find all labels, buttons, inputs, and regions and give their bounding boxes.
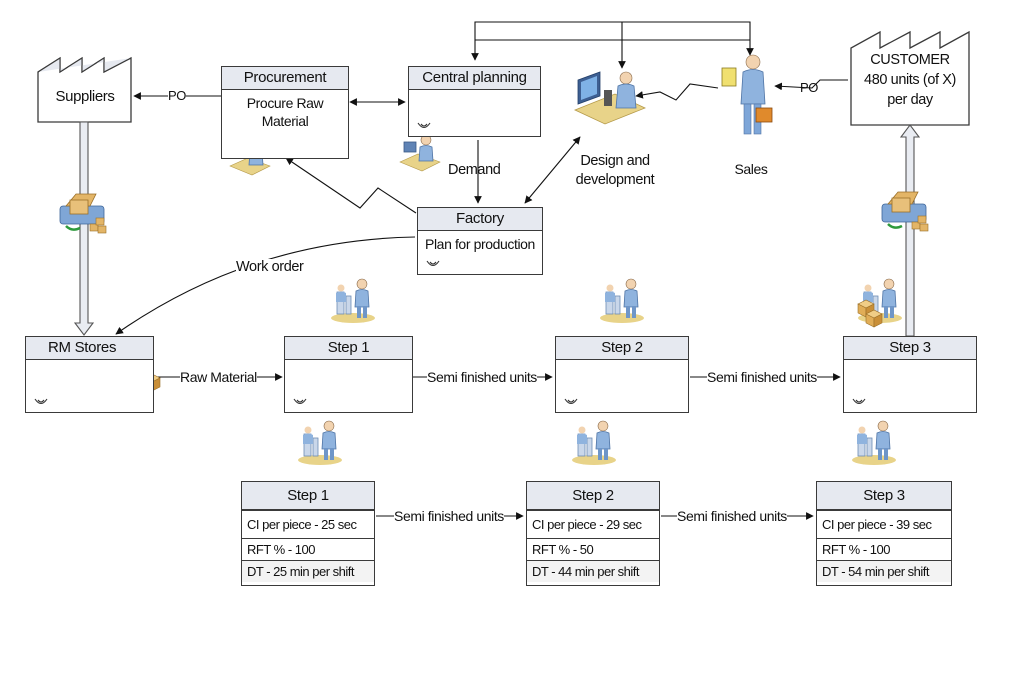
worker-icon-data1 — [297, 420, 343, 466]
customer-demand: 480 units (of X) — [864, 72, 956, 88]
cycle-time: CI per piece - 29 sec — [527, 510, 659, 538]
worker-icon-step1 — [330, 278, 376, 324]
semi-finished-label-3: Semi finished units — [394, 508, 504, 524]
sales-design-flow — [635, 83, 719, 101]
operation-icon — [293, 398, 307, 405]
top-loop-flow — [471, 21, 754, 61]
factory-title: Factory — [418, 208, 542, 231]
worker-icon-data2 — [571, 420, 617, 466]
operation-icon — [852, 398, 866, 405]
operator-icon-central-planning — [399, 134, 441, 172]
worker-icon-data3 — [851, 420, 897, 466]
rft-percent: RFT % - 50 — [527, 538, 659, 560]
truck-icon-right — [880, 190, 930, 233]
po-label-right: PO — [800, 80, 818, 95]
customer-factory-icon — [850, 30, 970, 126]
semi-finished-label-1: Semi finished units — [427, 369, 537, 385]
sales-label: Sales — [734, 161, 768, 177]
worker-icon-step2 — [599, 278, 645, 324]
work-order-label: Work order — [236, 259, 304, 275]
design-line2: development — [575, 172, 655, 188]
step-title: Step 3 — [844, 337, 976, 360]
data-box-step-1[interactable]: Step 1 CI per piece - 25 sec RFT % - 100… — [241, 481, 375, 586]
procurement-box[interactable]: Procurement Procure Raw Material — [221, 66, 349, 159]
operation-icon — [34, 398, 48, 405]
central-planning-box[interactable]: Central planning — [408, 66, 541, 137]
procurement-body: Procure Raw Material — [222, 90, 348, 130]
data-box-step-3[interactable]: Step 3 CI per piece - 39 sec RFT % - 100… — [816, 481, 952, 586]
semi-finished-label-2: Semi finished units — [707, 369, 817, 385]
operation-icon — [417, 122, 431, 129]
shipment-arrow-right — [899, 124, 921, 337]
step-title: Step 1 — [285, 337, 412, 360]
procurement-line1: Procure Raw — [246, 95, 324, 111]
po-label-left: PO — [168, 88, 186, 104]
factory-procurement-flow — [285, 157, 417, 214]
operation-icon — [564, 398, 578, 405]
factory-box[interactable]: Factory Plan for production — [417, 207, 543, 275]
design-label: Design and development — [565, 152, 665, 190]
procurement-title: Procurement — [222, 67, 348, 90]
step-title: Step 2 — [556, 337, 688, 360]
rm-stores-title: RM Stores — [26, 337, 153, 360]
downtime: DT - 54 min per shift — [817, 560, 951, 582]
procurement-line2: Material — [261, 113, 309, 129]
cycle-time: CI per piece - 39 sec — [817, 510, 951, 538]
factory-design-flow — [524, 136, 581, 204]
data-box-title: Step 3 — [817, 482, 951, 510]
customer-demand-unit: per day — [887, 92, 933, 108]
design-line1: Design and — [580, 153, 650, 169]
rm-stores-box[interactable]: RM Stores — [25, 336, 154, 413]
salesperson-icon — [721, 54, 773, 135]
rft-percent: RFT % - 100 — [242, 538, 374, 560]
semi-finished-label-4: Semi finished units — [677, 508, 787, 524]
data-box-title: Step 1 — [242, 482, 374, 510]
demand-label: Demand — [448, 162, 501, 178]
customer-box: CUSTOMER 480 units (of X) per day — [852, 50, 968, 110]
suppliers-label: Suppliers — [55, 88, 115, 105]
process-step-1[interactable]: Step 1 — [284, 336, 413, 413]
operation-icon — [426, 260, 440, 267]
po-flow-right — [774, 79, 848, 91]
shipment-arrow-left — [73, 121, 95, 336]
process-step-3[interactable]: Step 3 — [843, 336, 977, 413]
process-step-2[interactable]: Step 2 — [555, 336, 689, 413]
raw-material-label: Raw Material — [180, 369, 257, 385]
computer-icon — [573, 71, 647, 125]
downtime: DT - 44 min per shift — [527, 560, 659, 582]
downtime: DT - 25 min per shift — [242, 560, 374, 582]
inventory-icon-step3 — [857, 299, 883, 328]
central-planning-title: Central planning — [409, 67, 540, 90]
factory-body: Plan for production — [425, 236, 535, 252]
rft-percent: RFT % - 100 — [817, 538, 951, 560]
data-box-step-2[interactable]: Step 2 CI per piece - 29 sec RFT % - 50 … — [526, 481, 660, 586]
customer-title: CUSTOMER — [870, 52, 950, 68]
suppliers-factory-icon — [37, 56, 132, 123]
data-box-title: Step 2 — [527, 482, 659, 510]
cycle-time: CI per piece - 25 sec — [242, 510, 374, 538]
